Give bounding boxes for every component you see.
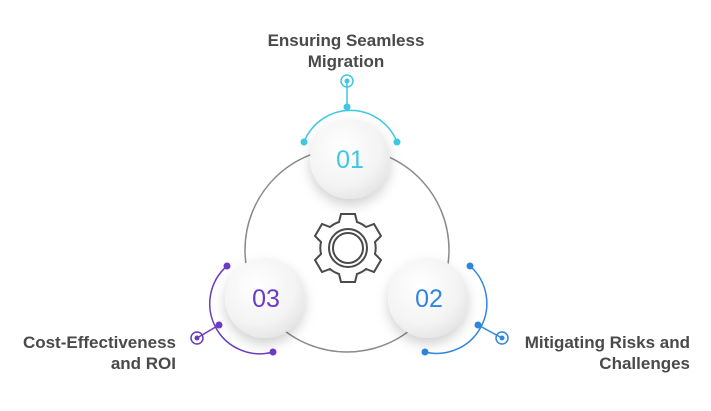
step-02-title-line2: Challenges <box>599 354 690 373</box>
step-01-title-line1: Ensuring Seamless <box>267 31 425 50</box>
step-01-node: 01 <box>310 119 390 199</box>
step-01-dots <box>300 74 401 146</box>
step-02-title-line1: Mitigating Risks and <box>524 333 690 352</box>
step-02-title: Mitigating Risks and Challenges <box>486 332 690 374</box>
gear-icon <box>313 213 383 283</box>
step-02-dots <box>421 262 509 356</box>
step-03-node: 03 <box>225 258 305 338</box>
step-01-accent <box>303 81 398 143</box>
step-01-title: Ensuring Seamless Migration <box>246 30 446 72</box>
step-02-number: 02 <box>415 285 443 313</box>
step-03-title-line1: Cost-Effectiveness <box>22 333 176 352</box>
step-01-number: 01 <box>336 146 364 174</box>
step-02-node: 02 <box>388 258 468 338</box>
step-03-dots <box>190 262 277 356</box>
step-03-number: 03 <box>252 285 280 313</box>
step-01-title-line2: Migration <box>307 52 385 71</box>
step-03-accent <box>196 265 274 355</box>
step-03-title-line2: and ROI <box>110 354 176 373</box>
step-03-title: Cost-Effectiveness and ROI <box>0 332 176 374</box>
